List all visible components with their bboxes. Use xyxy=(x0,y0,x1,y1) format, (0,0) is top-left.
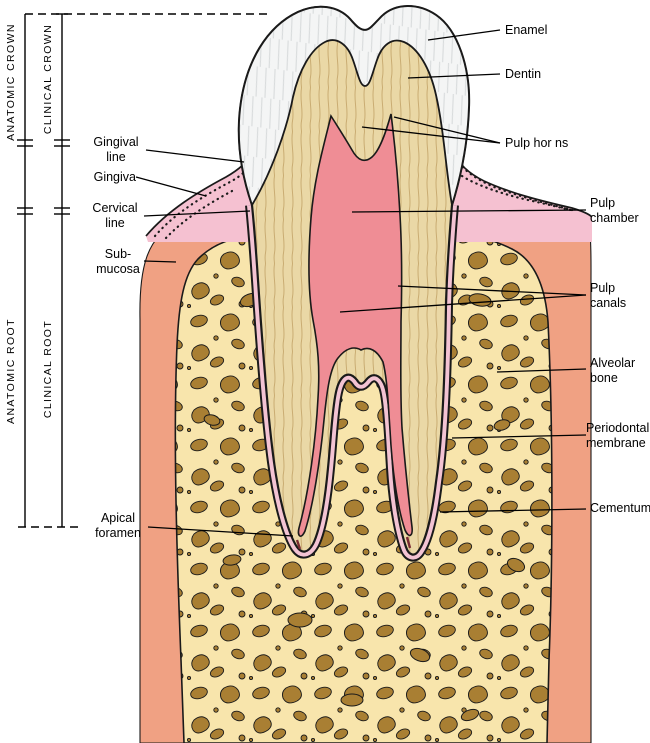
label-pulp-horns: Pulp hor ns xyxy=(505,136,569,150)
label-gingival-line: Gingival line xyxy=(93,135,139,164)
label-enamel: Enamel xyxy=(505,23,548,37)
label-cervical-line: Cervical line xyxy=(92,201,138,230)
label-pulp-chamber: Pulp chamber xyxy=(590,196,639,225)
pulp-region xyxy=(297,113,413,537)
apical-foramen-openings xyxy=(295,536,412,550)
label-sub-mucosa: Sub-mucosa xyxy=(96,247,140,276)
label-pulp-canals: Pulp canals xyxy=(590,281,627,310)
label-periodontal-membrane: Periodontal membrane xyxy=(586,421,650,450)
label-alveolar-bone: Alveolar bone xyxy=(590,356,636,385)
label-dentin: Dentin xyxy=(505,67,542,81)
bracket-label-anatomic-crown: ANATOMIC CROWN xyxy=(5,23,17,141)
bracket-label-clinical-crown: CLINICAL CROWN xyxy=(42,23,54,135)
label-cementum: Cementum xyxy=(590,501,650,515)
leader-lines xyxy=(135,29,587,537)
bracket-label-anatomic-root: ANATOMIC ROOT xyxy=(5,318,17,424)
gingiva-right xyxy=(452,152,592,242)
bracket-label-clinical-root: CLINICAL ROOT xyxy=(42,319,54,419)
label-gingiva: Gingiva xyxy=(93,170,136,184)
label-apical-foramen: Apical foramen xyxy=(95,511,141,540)
enamel-region xyxy=(237,5,470,208)
bracket-lines xyxy=(17,13,272,528)
